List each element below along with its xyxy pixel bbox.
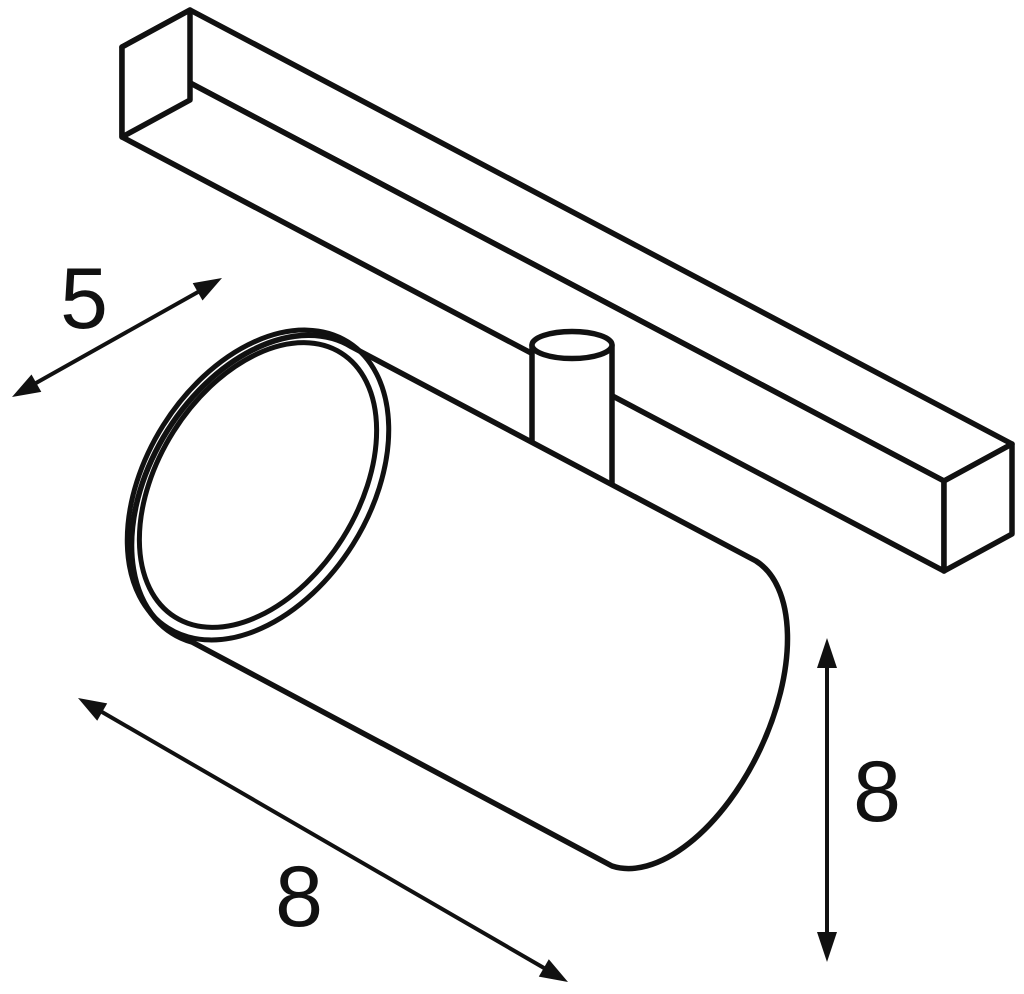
body-height-arrowhead-bottom-icon: [817, 932, 837, 962]
spotlight-body: [124, 327, 791, 872]
lens-outer-rim: [124, 327, 392, 643]
dimension-body-height: 8: [817, 638, 901, 962]
body-length-arrowhead-lower-icon: [538, 959, 568, 982]
track-rail-right-end-cap: [941, 441, 1015, 574]
track-width-arrowhead-upper-icon: [192, 278, 222, 301]
stem-top-ellipse: [529, 328, 615, 362]
body-length-dim-line: [100, 710, 546, 970]
track-width-arrowhead-lower-icon: [12, 374, 42, 397]
track-rail: [119, 7, 1015, 574]
lens-inner-rim: [136, 340, 380, 630]
spotlight-cylinder-silhouette: [128, 332, 791, 872]
body-length-arrowhead-upper-icon: [78, 698, 108, 721]
body-length-label: 8: [275, 849, 323, 945]
body-height-label: 8: [853, 744, 901, 840]
body-height-arrowhead-top-icon: [817, 638, 837, 668]
dimension-body-length: 8: [78, 698, 568, 982]
track-width-label: 5: [60, 251, 108, 347]
dimension-track-width: 5: [12, 251, 222, 397]
track-rail-left-end-cap: [119, 7, 193, 140]
track-width-dim-line: [35, 290, 199, 385]
